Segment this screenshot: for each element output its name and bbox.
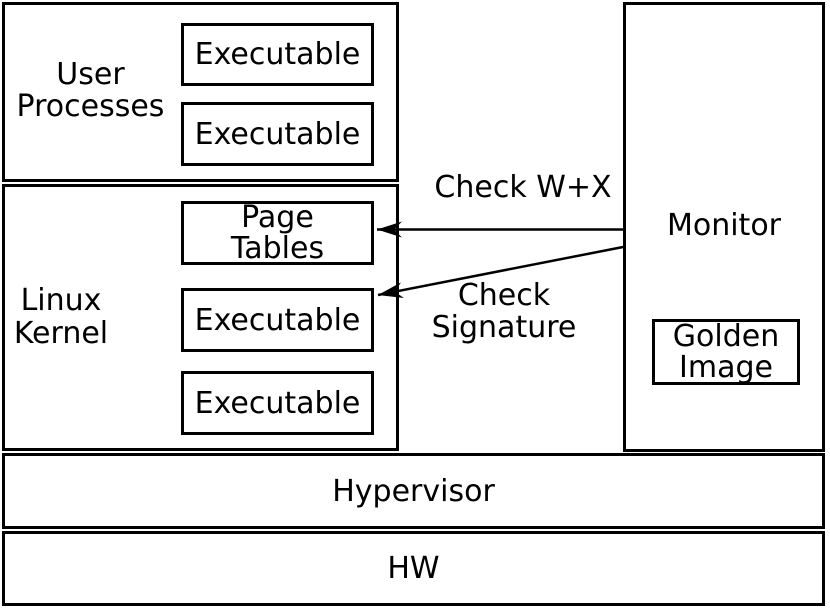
hw-label: HW: [387, 551, 440, 586]
linux-kernel-label: Linux Kernel: [13, 283, 109, 351]
user-executable-label-2: Executable: [194, 116, 361, 152]
hypervisor-box: Hypervisor: [2, 453, 825, 529]
user-executable-box-2: Executable: [181, 102, 374, 166]
page-tables-label: Page Tables: [230, 200, 325, 266]
check-signature-label: Check Signature: [431, 278, 577, 345]
kernel-executable-box-1: Executable: [181, 288, 374, 352]
hypervisor-label: Hypervisor: [332, 473, 495, 509]
kernel-executable-box-2: Executable: [181, 371, 374, 435]
check-wx-label: Check W+X: [434, 170, 612, 205]
kernel-executable-label-1: Executable: [194, 302, 361, 338]
hw-box: HW: [2, 531, 825, 606]
check-signature-arrow: [377, 245, 624, 299]
user-processes-label: User Processes: [16, 57, 165, 124]
golden-image-box: Golden Image: [652, 319, 800, 385]
kernel-executable-label-2: Executable: [194, 385, 361, 421]
monitor-label: Monitor: [666, 208, 782, 243]
user-executable-box-1: Executable: [181, 23, 374, 86]
user-executable-label-1: Executable: [194, 37, 361, 72]
golden-image-label: Golden Image: [672, 319, 780, 385]
page-tables-box: Page Tables: [181, 201, 374, 265]
